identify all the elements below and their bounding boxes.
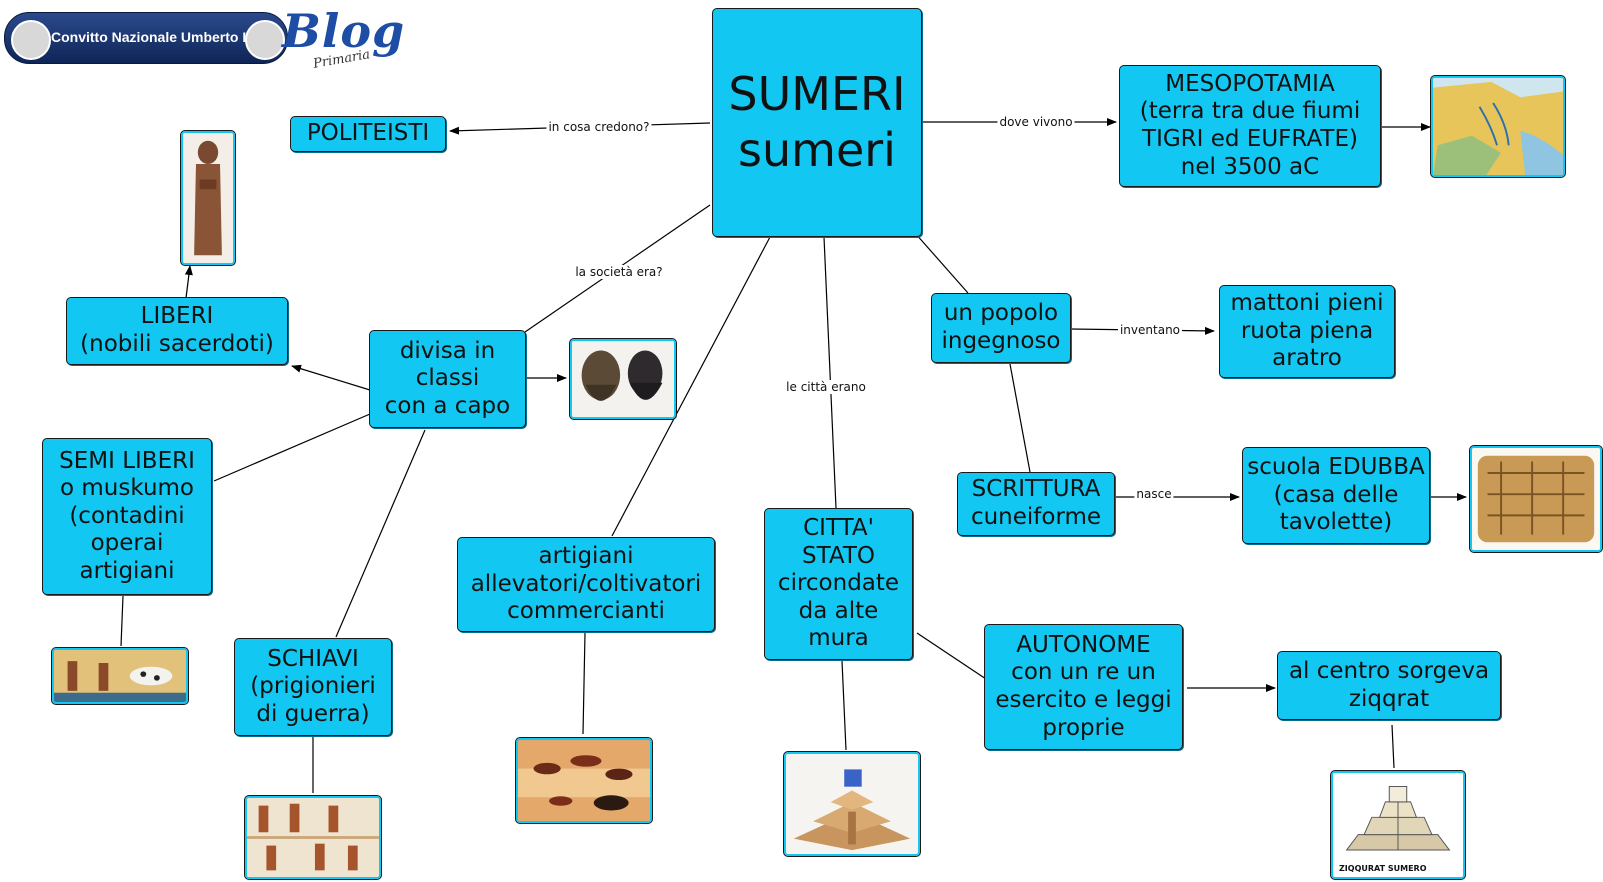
- label-citta: le città erano: [784, 380, 868, 394]
- ziggurat-model-image[interactable]: [783, 751, 921, 857]
- label-vivono: dove vivono: [997, 115, 1075, 129]
- label-nasce: nasce: [1134, 487, 1174, 501]
- node-mesopotamia[interactable]: MESOPOTAMIA (terra tra due fiumi TIGRI e…: [1119, 65, 1381, 187]
- node-schiavi[interactable]: SCHIAVI (prigionieri di guerra): [234, 638, 392, 736]
- slaves-scene-image[interactable]: [244, 795, 382, 880]
- node-scrittura[interactable]: SCRITTURA cuneiforme: [957, 472, 1115, 536]
- sumerian-heads-image[interactable]: [569, 338, 677, 420]
- node-politeisti[interactable]: POLITEISTI: [290, 116, 446, 152]
- school-name: Convitto Nazionale Umberto I: [51, 29, 247, 45]
- node-artigiani[interactable]: artigiani allevatori/coltivatori commerc…: [457, 537, 715, 632]
- label-inventano: inventano: [1117, 323, 1183, 337]
- node-mattoni[interactable]: mattoni pieni ruota piena aratro: [1219, 285, 1395, 378]
- label-societa: la società era?: [573, 265, 665, 279]
- sumerian-statue-image[interactable]: [180, 130, 236, 266]
- node-citta-stato[interactable]: CITTA' STATO circondate da alte mura: [764, 508, 913, 660]
- node-semi-liberi[interactable]: SEMI LIBERI o muskumo (contadini operai …: [42, 438, 212, 595]
- farming-scene-image[interactable]: [51, 647, 189, 705]
- school-logo-banner[interactable]: Convitto Nazionale Umberto I: [4, 12, 288, 64]
- ziggurat-drawing-image[interactable]: ZIQQURAT SUMERO: [1330, 770, 1466, 880]
- label-credono: in cosa credono?: [546, 120, 652, 134]
- node-liberi[interactable]: LIBERI (nobili sacerdoti): [66, 297, 288, 365]
- ziggurat-caption: ZIQQURAT SUMERO: [1339, 864, 1427, 873]
- node-edubba[interactable]: scuola EDUBBA (casa delle tavolette): [1242, 447, 1430, 544]
- mesopotamia-map-image[interactable]: [1430, 75, 1566, 178]
- seal-icon: [245, 20, 285, 60]
- cave-painting-image[interactable]: [515, 737, 653, 824]
- node-popolo-ingegnoso[interactable]: un popolo ingegnoso: [931, 293, 1071, 363]
- node-al-centro-ziqqrat[interactable]: al centro sorgeva ziqqrat: [1277, 651, 1501, 720]
- blog-title[interactable]: Blog: [282, 4, 406, 58]
- cuneiform-tablet-image[interactable]: [1469, 445, 1603, 553]
- node-sumeri[interactable]: SUMERI sumeri: [712, 8, 922, 237]
- emblem-icon: [11, 20, 51, 60]
- node-autonome[interactable]: AUTONOME con un re un esercito e leggi p…: [984, 624, 1183, 750]
- node-divisa-in-classi[interactable]: divisa in classi con a capo: [369, 330, 526, 428]
